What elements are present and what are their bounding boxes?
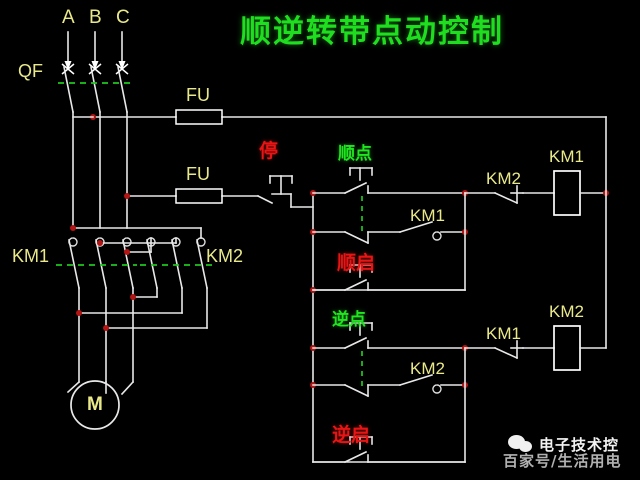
rung-forward-jog-no xyxy=(312,167,468,196)
diagram-title: 顺逆转带点动控制 xyxy=(240,14,504,50)
contactor-label-km1: KM1 xyxy=(12,246,50,266)
stop-pushbutton xyxy=(256,175,314,208)
forward-jog-label: 顺点 xyxy=(338,144,372,164)
rung-forward-start xyxy=(312,264,466,292)
watermark-account: 电子技术控 xyxy=(539,436,620,454)
interlock-label-km2-top: KM2 xyxy=(486,169,521,188)
fuse-label-control: FU xyxy=(186,164,210,184)
control-left-rail xyxy=(310,190,316,463)
coil-label-km2: KM2 xyxy=(549,302,584,321)
contactor-label-km2: KM2 xyxy=(206,246,244,266)
motor-label: M xyxy=(87,394,103,415)
rung-reverse-jog-nc-and-seal xyxy=(312,351,468,398)
fuse-branches xyxy=(72,109,607,204)
phase-label-c: C xyxy=(116,7,130,28)
aux-contact-label-km1: KM1 xyxy=(410,206,445,225)
rung-forward-jog-nc-and-seal xyxy=(312,196,468,245)
watermark: 电子技术控 xyxy=(508,434,619,455)
stop-button-label: 停 xyxy=(259,140,279,162)
reverse-jog-label: 逆点 xyxy=(332,310,366,330)
motor-feed-wiring xyxy=(66,287,208,430)
watermark-platform: 百家号/生活用电 xyxy=(503,452,622,470)
phase-supply-lines xyxy=(64,31,126,70)
rung-reverse-jog-no xyxy=(312,322,468,351)
aux-contact-label-km2: KM2 xyxy=(410,359,445,378)
rung-reverse-start xyxy=(312,436,466,464)
wechat-icon xyxy=(508,435,534,454)
reverse-start-label: 逆启 xyxy=(332,424,371,446)
coil-label-km1: KM1 xyxy=(549,147,584,166)
main-contacts-km1-km2 xyxy=(56,225,214,289)
km2-coil-branch xyxy=(464,325,607,371)
phase-label-a: A xyxy=(62,7,75,28)
km1-coil-branch xyxy=(464,170,609,216)
breaker-label-qf: QF xyxy=(18,61,43,81)
fuse-label-main: FU xyxy=(186,85,210,105)
breaker-qf xyxy=(58,63,133,229)
interlock-label-km1-bottom: KM1 xyxy=(486,324,521,343)
phase-label-b: B xyxy=(89,7,102,28)
forward-start-label: 顺启 xyxy=(337,252,376,274)
